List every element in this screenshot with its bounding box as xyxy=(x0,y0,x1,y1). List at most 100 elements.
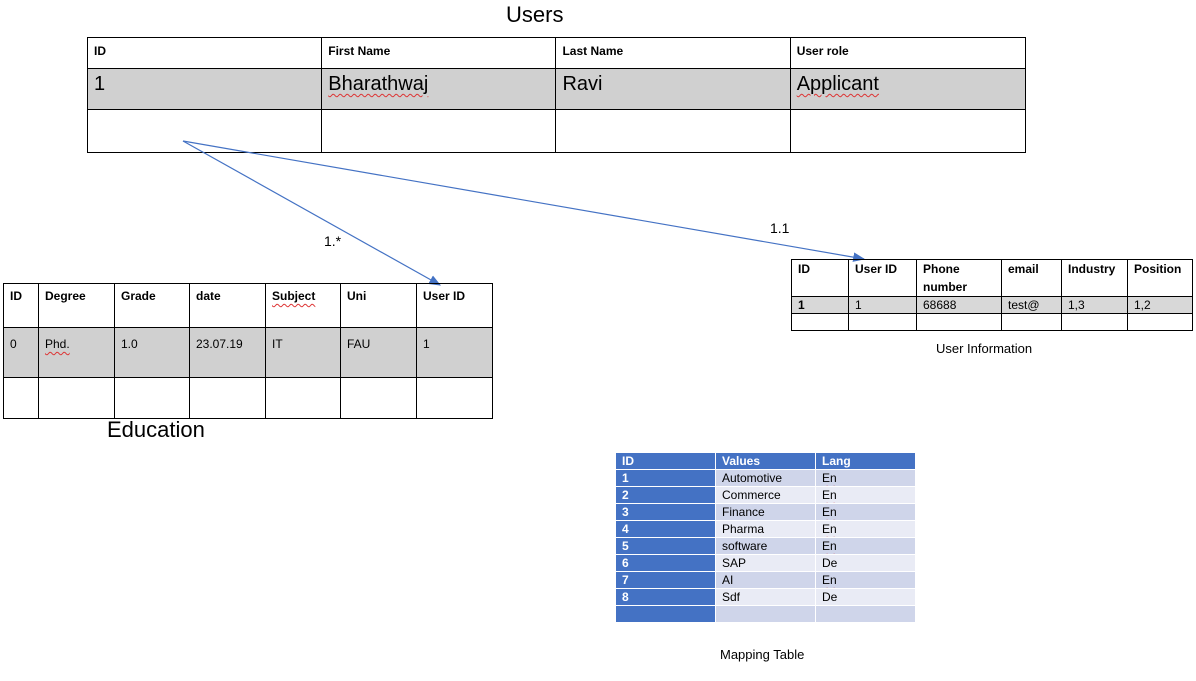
empty-cell xyxy=(340,377,417,419)
empty-cell xyxy=(321,109,557,153)
user-info-data-row: 1 1 68688 test@ 1,3 1,2 xyxy=(791,296,1193,314)
mapping-cell: En xyxy=(815,469,916,487)
empty-cell xyxy=(1127,313,1193,331)
education-cell: FAU xyxy=(340,327,417,378)
users-cell-id: 1 xyxy=(86,68,323,110)
mapping-header-cell: ID xyxy=(615,452,716,470)
education-cell: IT xyxy=(265,327,341,378)
empty-cell xyxy=(416,377,493,419)
empty-cell xyxy=(916,313,1002,331)
education-header-row: ID Degree Grade date Subject Uni User ID xyxy=(3,283,493,328)
empty-cell xyxy=(789,109,1027,153)
user-info-header-cell: Position xyxy=(1127,259,1193,297)
education-header-cell: Uni xyxy=(340,283,417,328)
user-info-table: ID User ID Phone number email Industry P… xyxy=(791,259,1193,331)
mapping-cell: 3 xyxy=(615,503,716,521)
mapping-cell: 1 xyxy=(615,469,716,487)
mapping-cell: 2 xyxy=(615,486,716,504)
users-header-cell: Last Name xyxy=(555,37,791,69)
user-info-cell: 1,3 xyxy=(1061,296,1128,314)
mapping-cell: software xyxy=(715,537,816,555)
mapping-cell: De xyxy=(815,588,916,606)
education-cell: 1 xyxy=(416,327,493,378)
mapping-cell: Finance xyxy=(715,503,816,521)
users-header-cell: First Name xyxy=(321,37,557,69)
users-data-row: 1 Bharathwaj Ravi Applicant xyxy=(86,68,1027,110)
education-cell: 23.07.19 xyxy=(189,327,266,378)
mapping-cell: Sdf xyxy=(715,588,816,606)
user-info-header-cell: Industry xyxy=(1061,259,1128,297)
mapping-caption: Mapping Table xyxy=(720,647,805,662)
mapping-cell: 8 xyxy=(615,588,716,606)
mapping-cell: 4 xyxy=(615,520,716,538)
mapping-cell: En xyxy=(815,520,916,538)
mapping-cell: Commerce xyxy=(715,486,816,504)
user-info-cell: 1 xyxy=(791,296,849,314)
mapping-cell: En xyxy=(815,503,916,521)
empty-cell xyxy=(1061,313,1128,331)
mapping-cell: En xyxy=(815,537,916,555)
empty-cell xyxy=(265,377,341,419)
mapping-cell: AI xyxy=(715,571,816,589)
mapping-cell: 7 xyxy=(615,571,716,589)
relation-label-user-info: 1.1 xyxy=(770,220,790,236)
user-info-cell: test@ xyxy=(1001,296,1062,314)
mapping-cell: Automotive xyxy=(715,469,816,487)
education-header-cell: Grade xyxy=(114,283,190,328)
empty-cell xyxy=(1001,313,1062,331)
mapping-header-cell: Values xyxy=(715,452,816,470)
mapping-header-row: ID Values Lang xyxy=(615,452,916,470)
empty-cell xyxy=(86,109,323,153)
user-info-header-cell: email xyxy=(1001,259,1062,297)
mapping-cell xyxy=(815,605,916,623)
education-cell: Phd. xyxy=(38,327,115,378)
education-header-cell: ID xyxy=(3,283,39,328)
empty-cell xyxy=(791,313,849,331)
user-info-caption: User Information xyxy=(936,341,1033,356)
mapping-cell: De xyxy=(815,554,916,572)
mapping-cell xyxy=(715,605,816,623)
users-cell-first-name: Bharathwaj xyxy=(321,68,557,110)
arrow-users-to-education xyxy=(182,140,442,286)
mapping-cell: En xyxy=(815,571,916,589)
empty-cell xyxy=(555,109,791,153)
mapping-cell xyxy=(615,605,716,623)
users-empty-row xyxy=(86,109,1027,153)
education-table: ID Degree Grade date Subject Uni User ID… xyxy=(3,283,493,419)
education-cell: 0 xyxy=(3,327,39,378)
education-cell: 1.0 xyxy=(114,327,190,378)
mapping-cell: Pharma xyxy=(715,520,816,538)
user-info-cell: 68688 xyxy=(916,296,1002,314)
users-table: ID First Name Last Name User role 1 Bhar… xyxy=(86,37,1027,153)
users-header-row: ID First Name Last Name User role xyxy=(86,37,1027,69)
user-info-cell: 1 xyxy=(848,296,917,314)
education-title: Education xyxy=(107,417,205,442)
mapping-cell: En xyxy=(815,486,916,504)
mapping-cell: SAP xyxy=(715,554,816,572)
user-info-header-cell: User ID xyxy=(848,259,917,297)
education-header-cell: Subject xyxy=(265,283,341,328)
users-title: Users xyxy=(506,2,564,27)
education-header-cell: Degree xyxy=(38,283,115,328)
education-header-cell: date xyxy=(189,283,266,328)
empty-cell xyxy=(3,377,39,419)
relation-label-education: 1.* xyxy=(324,233,342,249)
empty-cell xyxy=(38,377,115,419)
education-empty-row xyxy=(3,377,493,419)
education-header-cell: User ID xyxy=(416,283,493,328)
empty-cell xyxy=(114,377,190,419)
user-info-header-cell: Phone number xyxy=(916,259,1002,297)
mapping-header-cell: Lang xyxy=(815,452,916,470)
user-info-header-row: ID User ID Phone number email Industry P… xyxy=(791,259,1193,297)
arrow-users-to-user-info xyxy=(182,140,866,262)
